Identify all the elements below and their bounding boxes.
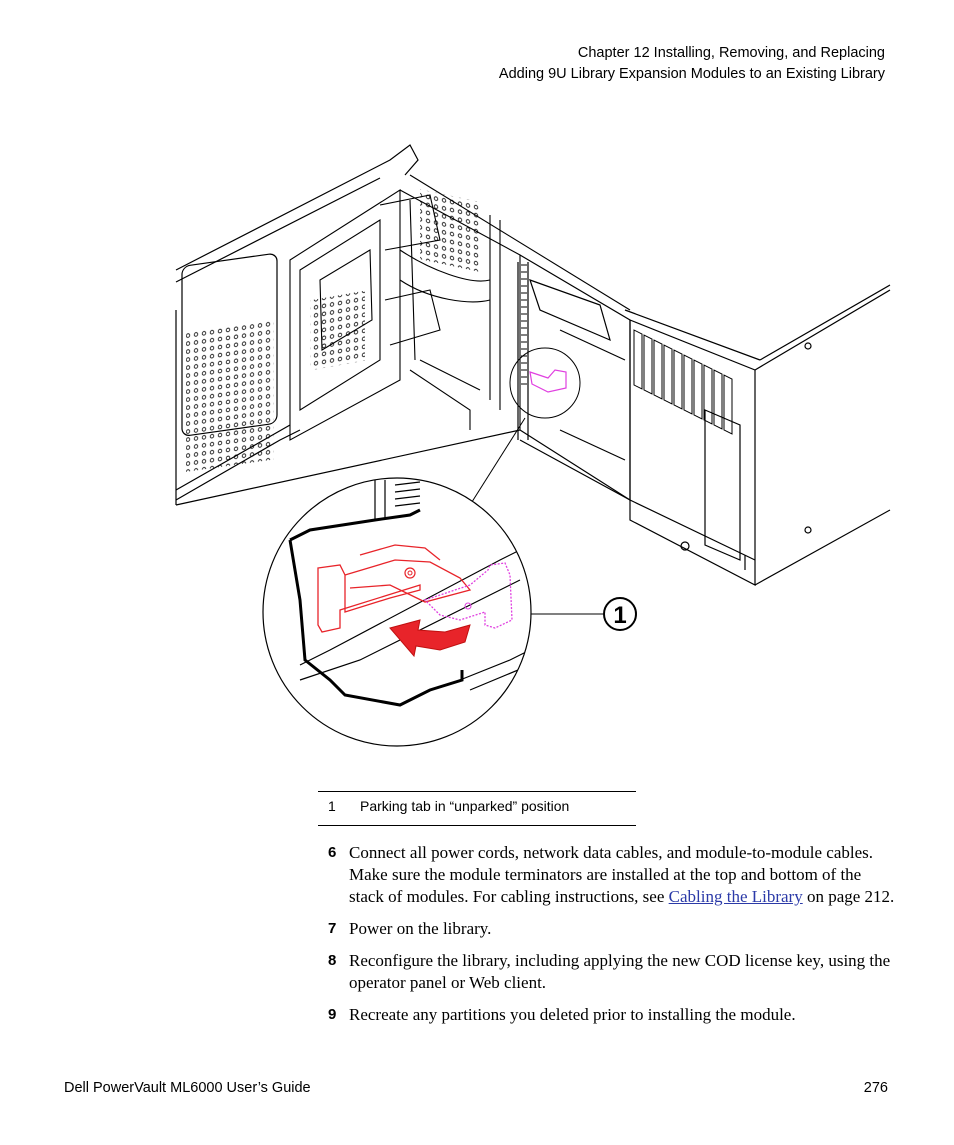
step-number: 8 — [328, 952, 337, 969]
library-module-figure: 1 — [0, 130, 954, 770]
vent-grille-inner — [310, 290, 365, 371]
parking-tab-magenta — [423, 562, 513, 629]
section-title: Adding 9U Library Expansion Modules to a… — [498, 66, 885, 82]
direction-arrow — [389, 619, 471, 658]
callout-number: 1 — [613, 602, 626, 629]
step-number: 6 — [328, 844, 337, 861]
page-header: Chapter 12 Installing, Removing, and Rep… — [499, 43, 885, 85]
step-8: 8 Reconfigure the library, including app… — [328, 950, 898, 994]
figure-caption-table: 1 Parking tab in “unparked” position — [318, 791, 636, 826]
vent-grille-left — [186, 319, 274, 472]
library-right-module — [175, 254, 756, 561]
cartridge-slots — [633, 329, 733, 435]
cabling-library-link[interactable]: Cabling the Library — [668, 887, 803, 906]
front-bezel — [624, 284, 891, 586]
procedure-steps: 6 Connect all power cords, network data … — [328, 842, 898, 1036]
ridged-rail — [521, 264, 527, 385]
step-number: 9 — [328, 1006, 337, 1023]
step-6: 6 Connect all power cords, network data … — [328, 842, 898, 908]
step-7: 7 Power on the library. — [328, 918, 898, 940]
step-text: Connect all power cords, network data ca… — [349, 843, 873, 906]
callout-circle — [603, 597, 637, 631]
step-9: 9 Recreate any partitions you deleted pr… — [328, 1004, 898, 1026]
footer-page-number: 276 — [863, 1080, 888, 1096]
footer-guide-title: Dell PowerVault ML6000 User’s Guide — [64, 1080, 311, 1096]
caption-text: Parking tab in “unparked” position — [360, 798, 570, 814]
caption-number: 1 — [328, 798, 336, 814]
step-text: Power on the library. — [349, 919, 492, 938]
detail-locator-circle — [509, 347, 581, 419]
parking-tab-small — [529, 369, 567, 393]
zoom-detail-content — [288, 480, 531, 707]
step-text-suffix: on page 212. — [802, 887, 895, 906]
leader-line — [469, 417, 526, 506]
chapter-title: Chapter 12 Installing, Removing, and Rep… — [577, 45, 885, 61]
parking-tab-unparked — [317, 564, 421, 633]
step-text: Recreate any partitions you deleted prio… — [349, 1005, 796, 1024]
step-number: 7 — [328, 920, 337, 937]
library-illustration: 1 — [175, 144, 891, 747]
vent-grille-center — [420, 189, 480, 273]
step-text: Reconfigure the library, including apply… — [349, 951, 891, 992]
